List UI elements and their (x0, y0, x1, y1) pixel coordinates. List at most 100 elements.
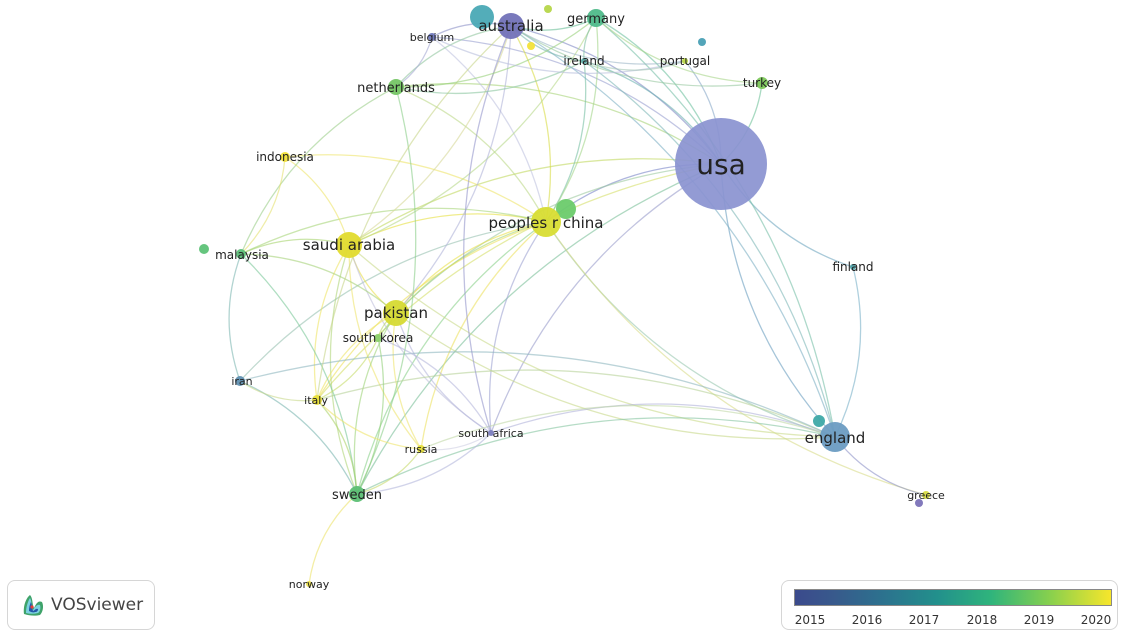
link-pakistan-malaysia (240, 253, 397, 314)
node-turkey[interactable] (756, 77, 768, 89)
link-peoples-r-china-south-africa (488, 221, 547, 434)
node-dot-green-near-germany[interactable] (544, 5, 552, 13)
node-label-finland[interactable]: finland (832, 260, 873, 274)
link-usa-saudi-arabia (348, 158, 722, 246)
node-dot-teal-near-portugal[interactable] (698, 38, 706, 46)
legend-color-scale (794, 589, 1112, 606)
node-label-belgium[interactable]: belgium (410, 31, 455, 44)
link-usa-italy (316, 163, 722, 401)
link-saudi-arabia-australia (348, 25, 512, 246)
link-england-finland (834, 266, 862, 438)
link-sweden-malaysia (240, 253, 358, 495)
node-dot-teal-near-australia[interactable] (470, 5, 494, 29)
link-pakistan-south-africa (395, 312, 492, 434)
node-malaysia[interactable] (236, 249, 246, 259)
node-label-pakistan[interactable]: pakistan (364, 304, 428, 322)
node-south-africa[interactable] (488, 430, 494, 436)
link-england-italy (316, 369, 836, 438)
link-sweden-south-africa (356, 432, 492, 495)
node-iran[interactable] (235, 376, 245, 386)
node-label-italy[interactable]: italy (304, 394, 328, 407)
link-england-germany (595, 17, 836, 438)
node-label-germany[interactable]: germany (567, 12, 625, 27)
legend-tick: 2019 (1023, 613, 1055, 627)
node-label-greece[interactable]: greece (907, 489, 945, 502)
node-usa[interactable] (675, 118, 767, 210)
link-sweden-italy (316, 399, 358, 495)
node-peoples-r-china[interactable] (531, 207, 561, 237)
link-australia-italy (316, 25, 512, 401)
link-peoples-r-china-ireland (545, 60, 587, 223)
link-usa-sweden (356, 163, 722, 495)
node-label-usa[interactable]: usa (696, 148, 746, 181)
node-russia[interactable] (417, 445, 425, 453)
legend-tick: 2015 (794, 613, 826, 627)
node-norway[interactable] (306, 581, 312, 587)
link-usa-south-africa (490, 163, 722, 434)
node-label-ireland[interactable]: ireland (563, 54, 604, 68)
node-england[interactable] (820, 422, 850, 452)
node-saudi-arabia[interactable] (336, 232, 362, 258)
node-label-iran[interactable]: iran (231, 375, 252, 388)
node-label-malaysia[interactable]: malaysia (215, 248, 269, 262)
node-label-portugal[interactable]: portugal (660, 54, 711, 68)
node-italy[interactable] (312, 395, 322, 405)
node-netherlands[interactable] (388, 79, 404, 95)
node-pakistan[interactable] (383, 300, 409, 326)
node-germany[interactable] (587, 9, 605, 27)
link-saudi-arabia-england (348, 244, 836, 438)
node-label-south-africa[interactable]: south africa (458, 427, 523, 440)
node-dot-teal-near-england[interactable] (813, 415, 825, 427)
node-label-peoples-r-china[interactable]: peoples r china (489, 214, 604, 232)
link-peoples-r-china-indonesia (284, 154, 547, 223)
node-label-australia[interactable]: australia (478, 17, 543, 35)
node-label-saudi-arabia[interactable]: saudi arabia (303, 236, 395, 254)
legend-tick: 2016 (851, 613, 883, 627)
link-saudi-arabia-russia (348, 244, 422, 450)
link-peoples-r-china-belgium (431, 36, 547, 223)
node-portugal[interactable] (682, 58, 688, 64)
link-pakistan-england (395, 312, 836, 440)
node-south-korea[interactable] (374, 334, 382, 342)
link-australia-south-africa (463, 25, 512, 434)
node-dot-purple-near-greece[interactable] (915, 499, 923, 507)
link-malaysia-iran (228, 253, 242, 382)
node-label-netherlands[interactable]: netherlands (357, 81, 435, 96)
node-australia[interactable] (498, 13, 524, 39)
legend-tick: 2017 (908, 613, 940, 627)
link-pakistan-italy (316, 312, 397, 401)
node-label-indonesia[interactable]: indonesia (256, 150, 314, 164)
link-peoples-r-china-malaysia (240, 207, 547, 255)
node-sweden[interactable] (349, 486, 365, 502)
link-pakistan-sweden (353, 312, 397, 495)
node-label-sweden[interactable]: sweden (332, 488, 382, 503)
node-ireland[interactable] (581, 58, 587, 64)
node-label-russia[interactable]: russia (405, 443, 438, 456)
node-belgium[interactable] (428, 33, 436, 41)
node-greece[interactable] (922, 491, 930, 499)
year-color-legend: 2015 2016 2017 2018 2019 2020 (781, 580, 1118, 630)
legend-tick-labels: 2015 2016 2017 2018 2019 2020 (794, 613, 1112, 629)
vosviewer-logo[interactable]: VOSviewer (7, 580, 155, 630)
node-label-england[interactable]: england (805, 429, 866, 447)
node-label-norway[interactable]: norway (289, 578, 330, 591)
link-australia-portugal (510, 25, 686, 65)
link-italy-south-korea (316, 337, 379, 401)
link-netherlands-germany (395, 17, 597, 88)
node-dot-yellow-near-ireland[interactable] (527, 42, 535, 50)
node-dot-green-near-china[interactable] (556, 199, 576, 219)
link-pakistan-australia (395, 25, 512, 314)
link-sweden-norway (308, 493, 358, 585)
node-label-south-korea[interactable]: south korea (343, 331, 414, 345)
label-layer: usa australia germany belgium ireland portuga… (215, 12, 945, 591)
link-england-iran (239, 351, 836, 438)
link-ireland-portugal (583, 60, 686, 71)
node-layer (199, 5, 930, 587)
node-label-turkey[interactable]: turkey (743, 76, 781, 90)
node-dot-green-left-malaysia[interactable] (199, 244, 209, 254)
vosviewer-logo-icon (23, 595, 44, 616)
node-finland[interactable] (850, 264, 856, 270)
link-sweden-russia (356, 448, 422, 495)
node-indonesia[interactable] (280, 152, 290, 162)
